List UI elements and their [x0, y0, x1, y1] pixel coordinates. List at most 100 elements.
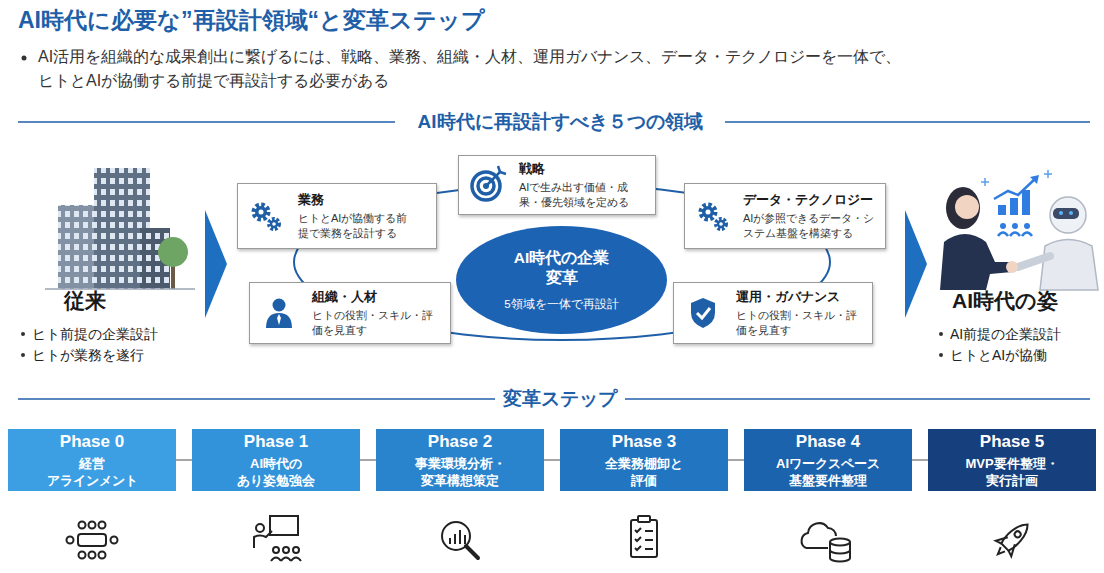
trend-arrow-head: [1030, 175, 1039, 184]
person-face: [955, 195, 979, 219]
presenter-icon: [293, 547, 299, 553]
target-icon: [472, 172, 500, 200]
phase-box: Phase 4AIワークスペース 基盤要件整理: [744, 429, 912, 491]
shield-icon: [697, 308, 710, 318]
ellipse-shape: [456, 226, 667, 334]
card-heading: 業務: [298, 192, 420, 208]
center-ellipse: AI時代の企業 変革5領域を一体で再設計: [455, 225, 668, 335]
section-heading: 変革ステップ: [440, 387, 680, 411]
gear-icon: [702, 206, 714, 218]
intro-text: AI活用を組織的な成果創出に繋げるには、戦略、業務、組織・人材、運用ガバナンス、…: [38, 45, 998, 93]
people-icon: [1000, 223, 1006, 229]
domain-card: 運用・ガバナンスヒトの役割・スキル・評 価を見直す: [673, 282, 873, 344]
robot-arm: [1018, 256, 1050, 267]
gear-icon: [259, 210, 264, 215]
shield-icon: [691, 298, 715, 328]
robot-head: [1050, 197, 1086, 233]
checklist-icon: [631, 520, 657, 557]
chart-bar: [1010, 198, 1018, 215]
gear-icon: [717, 220, 725, 228]
person-icon: [277, 314, 281, 325]
card-heading: 戦略: [519, 161, 641, 177]
bullet-text: ヒト前提の企業設計: [32, 325, 202, 343]
meeting-icon: [99, 552, 106, 559]
handshake: [1006, 261, 1018, 273]
phase-box: Phase 2 事業環境分析・ 変革構想策定: [376, 429, 544, 491]
phase-title: 事業環境分析・ 変革構想策定: [411, 455, 509, 489]
phase-title: 経営 アラインメント: [45, 455, 140, 489]
presenter-icon: [254, 531, 272, 548]
phase-title: MVP要件整理・ 実行計画: [960, 455, 1064, 489]
person-icon: [273, 299, 286, 312]
chart-bar: [998, 205, 1006, 215]
meeting-icon: [79, 552, 86, 559]
presenter-icon: [273, 547, 279, 553]
flow-chevron: [905, 210, 927, 318]
checklist-icon: [635, 528, 641, 550]
step-connector: [912, 459, 928, 461]
person-icon: [266, 313, 292, 328]
meeting-icon: [89, 552, 96, 559]
section-heading: AI時代に再設計すべき５つの領域: [380, 110, 740, 134]
analysis-icon: [466, 546, 478, 558]
phase-number: Phase 4: [796, 431, 860, 452]
robot-eye: [1059, 211, 1063, 215]
meeting-icon: [89, 522, 96, 529]
step-connector: [544, 459, 560, 461]
robot-visor: [1053, 208, 1079, 219]
database-icon: [830, 542, 850, 562]
gear-icon: [254, 205, 268, 219]
sparkle: [981, 170, 1052, 186]
step-connector: [360, 459, 376, 461]
gear-icon: [719, 222, 723, 226]
bullet-dot: [22, 56, 27, 61]
target-icon: [498, 166, 506, 174]
meeting-icon: [79, 522, 86, 529]
section-rule: [725, 121, 1090, 123]
step-connector: [728, 459, 744, 461]
gear-icon: [701, 205, 715, 219]
presenter-icon: [270, 516, 298, 535]
phase-number: Phase 0: [60, 431, 124, 452]
domain-card: 組織・人材ヒトの役割・スキル・評 価を見直す: [249, 282, 451, 344]
gear-icon: [270, 220, 278, 228]
section-rule: [625, 398, 1090, 400]
bullet-dot: [939, 353, 943, 357]
card-heading: 組織・人材: [312, 289, 440, 305]
gear-icon: [269, 219, 279, 229]
page-title: AI時代に必要な”再設計領域“と変革ステップ: [18, 5, 485, 35]
robot-eye: [1069, 211, 1073, 215]
flow-chevron: [205, 210, 227, 318]
target-icon: [478, 178, 494, 194]
bullet-dot: [21, 332, 25, 336]
card-heading: 運用・ガバナンス: [736, 289, 864, 305]
people-icon: [1012, 223, 1018, 229]
presenter-icon: [283, 547, 289, 553]
target-icon: [486, 172, 500, 186]
state-heading: 従来: [64, 288, 154, 314]
center-title: AI時代の企業 変革: [511, 248, 613, 288]
trend-arrow: [994, 178, 1036, 199]
phase-box: Phase 0 経営 アラインメント: [8, 429, 176, 491]
people-icon: [998, 233, 1032, 237]
state-heading: AI時代の姿: [952, 288, 1102, 314]
analysis-icon: [450, 530, 465, 544]
bullet-dot: [939, 332, 943, 336]
robot-body: [1040, 240, 1098, 291]
phase-number: Phase 2: [428, 431, 492, 452]
phase-number: Phase 1: [244, 431, 308, 452]
domain-card: 業務ヒトとAIが協働する前 提で業務を設計する: [237, 183, 437, 249]
gear-icon: [255, 206, 267, 218]
person-hair: [946, 187, 980, 229]
person-body: [940, 234, 1012, 290]
checklist-icon: [638, 516, 650, 522]
rocket-icon: [1000, 520, 1032, 552]
step-connector: [176, 459, 192, 461]
phase-box: Phase 5MVP要件整理・ 実行計画: [928, 429, 1096, 491]
gear-icon: [272, 222, 276, 226]
card-body: AIで生み出す価値・成 果・優先領域を定める: [519, 180, 641, 210]
bullet-text: AI前提の企業設計: [950, 325, 1100, 343]
domain-card: 戦略 AIで生み出す価値・成 果・優先領域を定める: [458, 155, 656, 215]
phase-box: Phase 3全業務棚卸と 評価: [560, 429, 728, 491]
phase-title: AI時代の あり姿勉強会: [234, 455, 318, 489]
